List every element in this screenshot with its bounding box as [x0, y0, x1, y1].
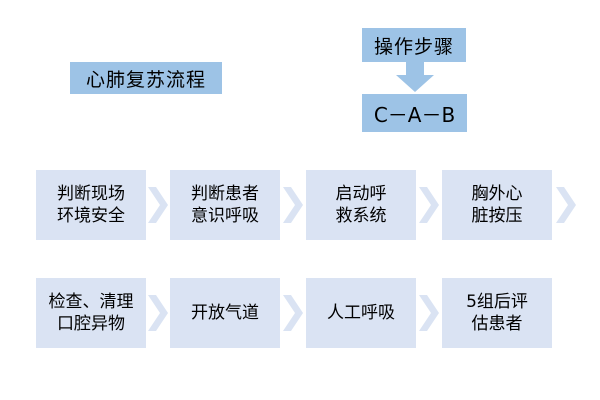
chevron-right-icon: [556, 187, 576, 223]
node-reassess-patient: 5组后评 估患者: [442, 278, 552, 348]
node-chest-compression: 胸外心 脏按压: [442, 170, 552, 240]
chevron-right-icon: [283, 295, 303, 331]
node-label: 开放气道: [191, 303, 259, 323]
node-activate-emergency: 启动呼 救系统: [306, 170, 416, 240]
down-arrow-icon: [396, 62, 434, 92]
chevron-right-icon: [148, 295, 168, 331]
node-rescue-breathing: 人工呼吸: [306, 278, 416, 348]
chevron-right-icon: [419, 295, 439, 331]
node-open-airway: 开放气道: [170, 278, 280, 348]
node-label: 人工呼吸: [327, 303, 395, 323]
flowchart-title: 心肺复苏流程: [70, 62, 222, 94]
node-label: 启动呼 救系统: [335, 184, 387, 226]
node-label: 5组后评 估患者: [466, 292, 528, 334]
chevron-right-icon: [419, 187, 439, 223]
node-scene-safety: 判断现场 环境安全: [36, 170, 146, 240]
steps-label: 操作步骤: [362, 28, 466, 62]
node-clear-airway-obstruction: 检查、清理 口腔异物: [36, 278, 146, 348]
node-label: 检查、清理 口腔异物: [48, 292, 134, 334]
chevron-right-icon: [283, 187, 303, 223]
node-label: 胸外心 脏按压: [471, 184, 523, 226]
chevron-right-icon: [148, 187, 168, 223]
node-label: 判断患者 意识呼吸: [191, 184, 259, 226]
node-check-consciousness: 判断患者 意识呼吸: [170, 170, 280, 240]
sequence-box: C－A－B: [362, 94, 467, 132]
node-label: 判断现场 环境安全: [57, 184, 125, 226]
